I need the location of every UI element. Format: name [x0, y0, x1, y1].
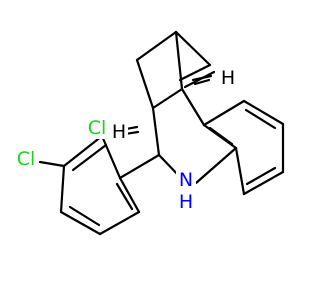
- dichlorophenyl-ring: [38, 132, 161, 236]
- hydrogen-lower-label: H: [112, 121, 126, 143]
- structure-canvas: Cl Cl H H N H: [15, 30, 285, 236]
- bond: [151, 87, 184, 110]
- bond: [62, 134, 104, 168]
- label-background: [86, 117, 108, 139]
- molecule-diagram: Cl Cl H H N H: [15, 30, 285, 236]
- bond: [118, 176, 141, 214]
- bond: [242, 99, 285, 126]
- aromatic-inner-bond: [68, 205, 101, 227]
- bond: [194, 146, 238, 185]
- bond: [98, 210, 141, 236]
- bond: [135, 58, 155, 110]
- aromatic-inner-bond: [71, 143, 108, 172]
- aromatic-inner-bond: [115, 182, 134, 211]
- central-ring: [151, 87, 238, 185]
- bond: [202, 99, 246, 127]
- bond: [151, 106, 161, 157]
- label-background: [218, 67, 238, 89]
- cyclopentene-ring: [135, 30, 216, 110]
- bond: [180, 87, 206, 127]
- chlorine-top-label: Cl: [88, 117, 107, 139]
- bond: [118, 153, 161, 180]
- nitrogen-hydrogen-label: H: [179, 191, 193, 213]
- aromatic-inner-bond: [245, 166, 277, 186]
- bond: [59, 164, 66, 214]
- chlorine-left-label: Cl: [17, 148, 36, 170]
- nitrogen-label: N: [179, 169, 193, 191]
- aromatic-inner-bond: [208, 126, 234, 146]
- bond: [242, 170, 285, 196]
- label-background: [15, 148, 37, 170]
- hash-bond: [193, 78, 211, 86]
- stereo-hash-upper: [191, 74, 213, 86]
- bond: [100, 134, 122, 180]
- hash-bond: [191, 74, 213, 82]
- bond: [178, 63, 212, 82]
- bond: [234, 146, 246, 196]
- hydrogen-upper-label: H: [221, 67, 235, 89]
- label-background: [176, 170, 196, 212]
- label-background: [110, 122, 128, 142]
- aromatic-inner-bond: [244, 108, 277, 130]
- bond: [59, 210, 102, 236]
- bond: [135, 30, 178, 62]
- bond-to-cl: [38, 160, 66, 168]
- bond: [174, 30, 212, 67]
- benzo-ring: [202, 99, 285, 196]
